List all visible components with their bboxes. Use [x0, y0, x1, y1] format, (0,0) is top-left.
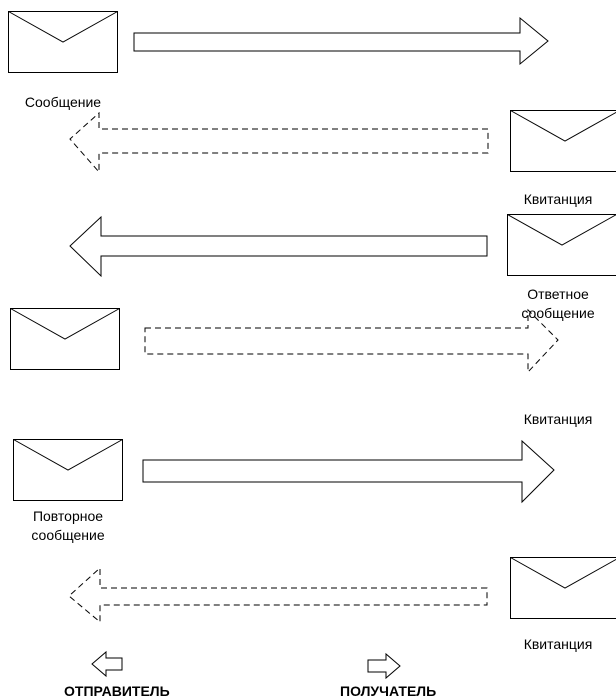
label-text: Квитанция — [523, 191, 593, 207]
label-text: Квитанция — [523, 636, 593, 652]
label-receipt: Квитанция — [500, 190, 616, 209]
envelope-receipt-icon — [510, 557, 616, 619]
arrow-resend-to-recipient — [142, 439, 555, 504]
arrow-receipt-to-sender — [69, 111, 489, 174]
envelope-receipt-icon — [510, 110, 616, 172]
legend-arrow-recipient-icon — [367, 652, 401, 680]
label-text: Квитанция — [523, 411, 593, 427]
envelope-message-icon — [8, 11, 118, 73]
arrow-receipt-to-recipient — [144, 308, 559, 374]
label-text: Сообщение — [24, 94, 102, 110]
legend-recipient: ПОЛУЧАТЕЛЬ — [340, 683, 437, 699]
arrow-message-to-recipient — [133, 16, 549, 66]
label-message: Сообщение — [0, 93, 126, 112]
arrow-final-receipt-to-sender — [68, 566, 488, 624]
label-receipt: Квитанция — [500, 410, 616, 429]
arrow-reply-to-sender — [69, 215, 488, 278]
label-line: сообщение — [31, 527, 105, 543]
label-line: Повторное — [32, 508, 104, 524]
envelope-reply-icon — [507, 214, 616, 276]
envelope-message-icon — [10, 308, 120, 370]
label-reply: Ответное сообщение — [500, 285, 616, 323]
legend-sender: ОТПРАВИТЕЛЬ — [64, 683, 170, 699]
legend-arrow-sender-icon — [91, 650, 123, 678]
label-resend: Повторное сообщение — [4, 507, 132, 545]
label-line: Ответное — [527, 286, 589, 302]
envelope-resend-icon — [13, 439, 123, 501]
label-receipt: Квитанция — [500, 635, 616, 654]
label-line: сообщение — [521, 305, 595, 321]
